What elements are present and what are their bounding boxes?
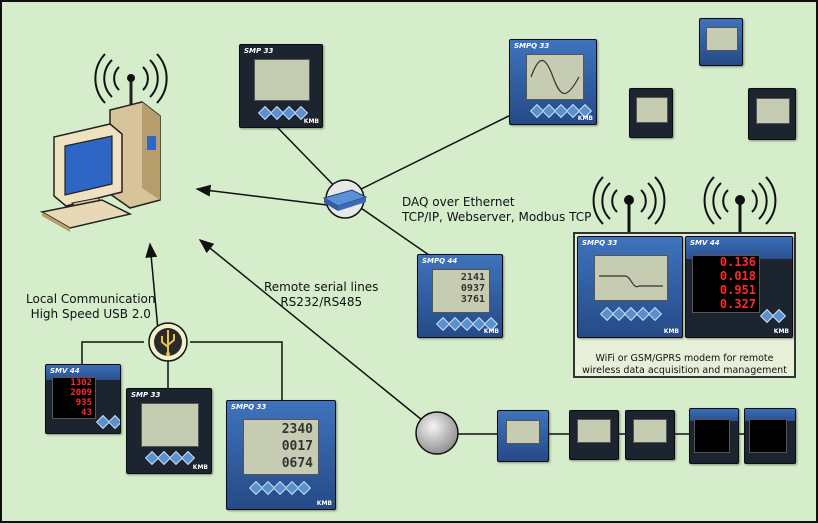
lcd-screen: [506, 420, 540, 444]
waveform-icon: [530, 59, 580, 95]
led-row-4: 43: [81, 408, 92, 418]
lcd-screen: [141, 403, 199, 447]
brand-logo: KMB: [192, 464, 208, 471]
led-display: [749, 419, 787, 453]
device-smv44-wireless: SMV 44 0.136 0.018 0.951 0.327 KMB: [685, 236, 793, 338]
brand-logo: KMB: [577, 115, 593, 122]
device-smv-serial-4: [689, 408, 739, 464]
device-smv-serial-5: [744, 408, 796, 464]
brand-logo: KMB: [663, 328, 679, 335]
device-smp-small-middle: [629, 88, 673, 138]
antenna-smpq-icon: [592, 176, 666, 232]
lcd-screen: [577, 419, 611, 443]
eth-arrow: [195, 184, 328, 206]
keypad: [144, 450, 196, 466]
lcd-screen: 2141 0937 3761: [432, 269, 490, 313]
brand-logo: KMB: [773, 328, 789, 335]
lcd-screen: 2340 0017 0674: [243, 419, 319, 475]
led-row-4: 0.327: [719, 297, 756, 311]
lcd-screen: [254, 59, 310, 101]
lcd-row-1: 2141: [460, 272, 485, 283]
led-row-3: 0.951: [719, 283, 756, 297]
lcd-screen: [526, 54, 584, 100]
antenna-smv-icon: [703, 176, 777, 232]
device-smp33-ethernet: SMP 33 KMB: [239, 44, 323, 128]
wireless-caption: WiFi or GSM/GPRS modem for remote wirele…: [575, 353, 794, 377]
usb-label: Local Communication High Speed USB 2.0: [26, 292, 156, 322]
serial-hub-icon: [415, 411, 459, 455]
serial-arrow: [198, 239, 423, 421]
lcd-screen: [636, 97, 668, 123]
lcd-row-1: 2340: [281, 422, 313, 437]
led-row-1: 1302: [70, 378, 92, 388]
device-model-label: SMPQ 33: [231, 403, 267, 411]
eth-link-smpq33: [344, 101, 538, 198]
led-row-2: 0.018: [719, 269, 756, 283]
serial-label-line2: RS232/RS485: [280, 295, 363, 309]
device-model-label: SMP 33: [244, 47, 274, 55]
lcd-row-2: 0017: [281, 439, 313, 454]
lcd-screen: [594, 255, 668, 301]
led-display: 0.136 0.018 0.951 0.327: [692, 255, 760, 313]
brand-logo: KMB: [303, 118, 319, 125]
lcd-row-3: 0674: [281, 456, 313, 471]
usb-bus-right: [190, 341, 283, 402]
ethernet-label-line1: DAQ over Ethernet: [402, 195, 515, 209]
device-smpq33-ethernet: SMPQ 33 KMB: [509, 39, 597, 125]
device-smp33-usb: SMP 33 KMB: [126, 388, 212, 474]
keypad: [95, 414, 120, 430]
usb-bus: [81, 341, 144, 364]
lcd-row-3: 3761: [460, 294, 485, 305]
lcd-screen: [756, 98, 790, 124]
device-smpq33-usb: SMPQ 33 2340 0017 0674 KMB: [226, 400, 336, 510]
ethernet-switch-icon: [322, 179, 368, 219]
keypad: [759, 308, 787, 324]
device-smpq44-ethernet: SMPQ 44 2141 0937 3761 KMB: [417, 254, 503, 338]
ethernet-label: DAQ over Ethernet TCP/IP, Webserver, Mod…: [402, 195, 591, 225]
computer-icon: [39, 53, 168, 232]
usb-arrow: [145, 242, 159, 331]
wireless-panel: SMPQ 33 KMB SMV 44 0.136 0.018 0.951 0.3…: [573, 232, 796, 378]
lcd-screen: [633, 419, 667, 443]
usb-label-line2: High Speed USB 2.0: [30, 307, 151, 321]
device-model-label: SMV 44: [690, 239, 720, 247]
trend-graph-icon: [599, 275, 663, 288]
device-smp-small-right: [748, 88, 796, 140]
keypad: [599, 306, 663, 322]
serial-label: Remote serial lines RS232/RS485: [264, 280, 378, 310]
usb-label-line1: Local Communication: [26, 292, 156, 306]
lcd-row-2: 0937: [460, 283, 485, 294]
device-smv-usb: SMV 44 1302 2009 935 43: [45, 364, 121, 434]
wireless-caption-line2: wireless data acquisition and management: [582, 365, 787, 376]
wireless-caption-line1: WiFi or GSM/GPRS modem for remote: [595, 353, 774, 364]
led-display: [694, 419, 730, 453]
keypad: [257, 105, 309, 121]
led-row-3: 935: [75, 398, 92, 408]
device-model-label: SMPQ 33: [514, 42, 550, 50]
usb-hub-icon: [148, 322, 188, 362]
device-model-label: SMPQ 33: [582, 239, 618, 247]
lcd-screen: [706, 27, 738, 51]
led-row-1: 0.136: [719, 255, 756, 269]
device-model-label: SMP 33: [131, 391, 161, 399]
brand-logo: KMB: [483, 328, 499, 335]
keypad: [248, 480, 312, 496]
serial-label-line1: Remote serial lines: [264, 280, 379, 294]
device-smp-serial-3: [625, 410, 675, 460]
ethernet-label-line2: TCP/IP, Webserver, Modbus TCP: [402, 210, 592, 224]
brand-logo: KMB: [316, 500, 332, 507]
device-smv-small-top: [699, 18, 743, 66]
device-model-label: SMPQ 44: [422, 257, 458, 265]
device-smpq-serial-1: [497, 410, 549, 462]
device-smp-serial-2: [569, 410, 619, 460]
led-display: 1302 2009 935 43: [52, 377, 96, 419]
device-model-label: SMV 44: [50, 367, 80, 375]
device-smpq33-wireless: SMPQ 33 KMB: [577, 236, 683, 338]
led-row-2: 2009: [70, 388, 92, 398]
